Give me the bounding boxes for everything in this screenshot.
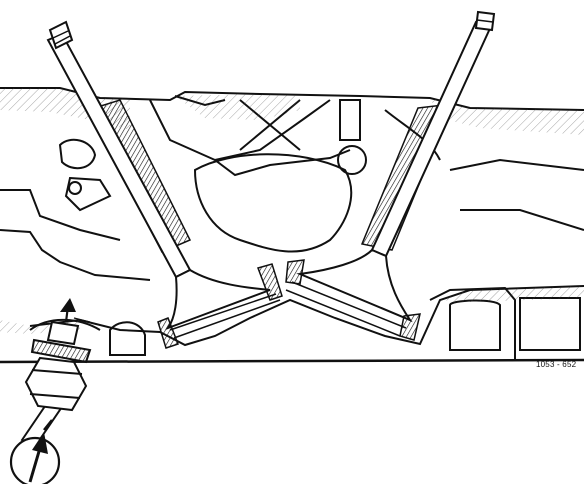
intake-valve [46,20,283,349]
figure-code-label: 1053 - 652 [536,360,577,369]
test-fitting [20,320,92,450]
air-flow-arrows [9,298,91,484]
exhaust-valve [285,10,496,341]
